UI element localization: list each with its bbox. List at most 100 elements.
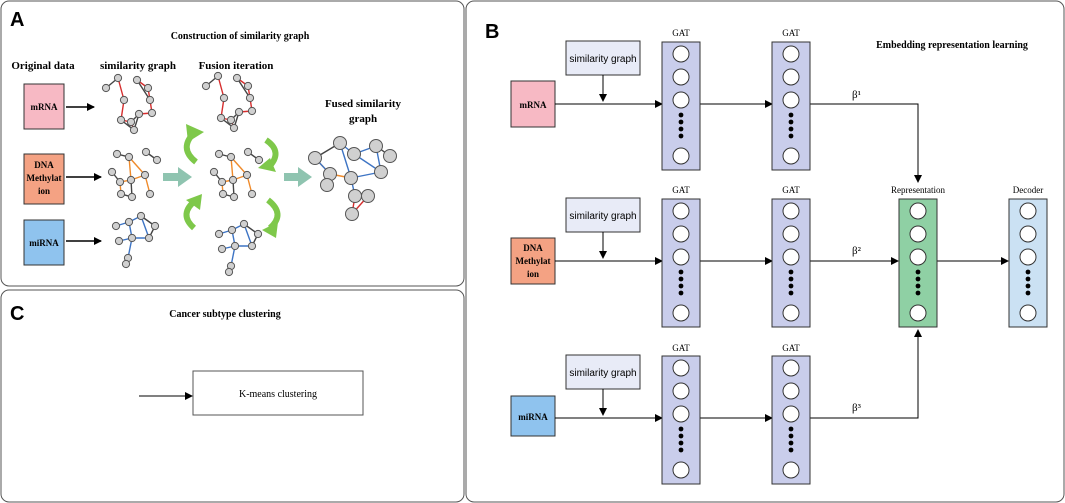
graph-node [228,175,238,185]
vector-node [672,68,690,86]
graph-node [348,189,362,203]
vector-node [672,382,690,400]
graph-node [209,167,219,177]
vector-node [782,202,800,220]
panel-c-letter: C [10,303,24,325]
panel-b-letter: B [485,21,499,43]
graph-node [230,241,240,251]
kmeans-label: K-means clustering [239,389,317,400]
vector-ellipsis-dot [788,126,794,132]
vector-node [782,45,800,63]
graph-node [247,189,257,199]
decoder-label: Decoder [1013,185,1043,195]
graph-node [101,83,111,93]
graph-node [126,117,136,127]
vector-ellipsis-dot [788,269,794,275]
panel-a-mirna-box [23,219,65,266]
vector-ellipsis-dot [678,433,684,439]
vector-ellipsis-dot [678,440,684,446]
fusion-output-arrow-icon [284,167,312,187]
gat-layer-1-mrna [661,41,701,171]
panel-b-dna-label-1: DNA [523,243,543,253]
dna-fusion-graph [209,147,264,202]
vector-ellipsis-dot [915,283,921,289]
graph-node [144,233,154,243]
graph-node [107,167,117,177]
graph-node [145,95,155,105]
vector-ellipsis-dot [788,440,794,446]
graph-node [254,155,264,165]
vector-ellipsis-dot [915,269,921,275]
vector-ellipsis-dot [788,133,794,139]
vector-ellipsis-dot [788,426,794,432]
vector-ellipsis-dot [678,426,684,432]
graph-node [247,106,257,116]
graph-node [229,123,239,133]
vector-ellipsis-dot [1025,269,1031,275]
panel-a-mirna-label: miRNA [29,238,59,248]
gat-label: GAT [672,343,690,353]
vector-ellipsis-dot [788,119,794,125]
graph-node [226,115,236,125]
vector-node [1019,248,1037,266]
vector-node [672,461,690,479]
col-label-fusion-iteration: Fusion iteration [199,60,274,72]
vector-node [782,359,800,377]
graph-node [232,73,242,83]
graph-node [234,107,244,117]
graph-node [213,71,223,81]
panel-a-mrna-label: mRNA [31,102,58,112]
vector-node [672,359,690,377]
graph-node [140,170,150,180]
vector-ellipsis-dot [1025,276,1031,282]
panel-b-mirna-label: miRNA [518,412,548,422]
graph-node [113,73,123,83]
vector-node [672,304,690,322]
gat-label: GAT [782,343,800,353]
gat-layer-1-dna [661,198,701,328]
vector-ellipsis-dot [678,290,684,296]
vector-node [1019,202,1037,220]
vector-ellipsis-dot [678,447,684,453]
panel-a-letter: A [10,9,24,31]
graph-node [229,192,239,202]
vector-node [909,225,927,243]
graph-node [152,155,162,165]
vector-ellipsis-dot [788,112,794,118]
graph-node [361,189,375,203]
vector-ellipsis-dot [915,276,921,282]
graph-node [116,115,126,125]
graph-node [127,192,137,202]
fusion-arrow-icon [258,137,279,172]
representation-label: Representation [891,185,945,195]
graph-node [247,241,257,251]
vector-node [909,202,927,220]
graph-node [245,93,255,103]
graph-node [224,267,234,277]
gat-label: GAT [782,28,800,38]
graph-node [218,189,228,199]
graph-node [124,217,134,227]
mirna-fusion-graph [214,219,263,277]
graph-node [134,109,144,119]
fusion-arrow-icon [262,197,281,238]
vector-node [1019,225,1037,243]
vector-node [782,91,800,109]
decoder-vector [1008,198,1048,328]
vector-node [782,68,800,86]
mirna-similarity-graph [111,211,160,269]
graph-node [214,229,224,239]
graph-node [141,147,151,157]
vector-node [782,405,800,423]
vector-ellipsis-dot [678,269,684,275]
vector-ellipsis-dot [788,290,794,296]
graph-node [145,189,155,199]
graph-node [217,177,227,187]
graph-node [219,93,229,103]
graph-node [201,81,211,91]
graph-node [150,221,160,231]
similarity-graph-label-dna: similarity graph [569,211,636,222]
graph-node [320,178,334,192]
panel-b-frame [465,0,1065,503]
